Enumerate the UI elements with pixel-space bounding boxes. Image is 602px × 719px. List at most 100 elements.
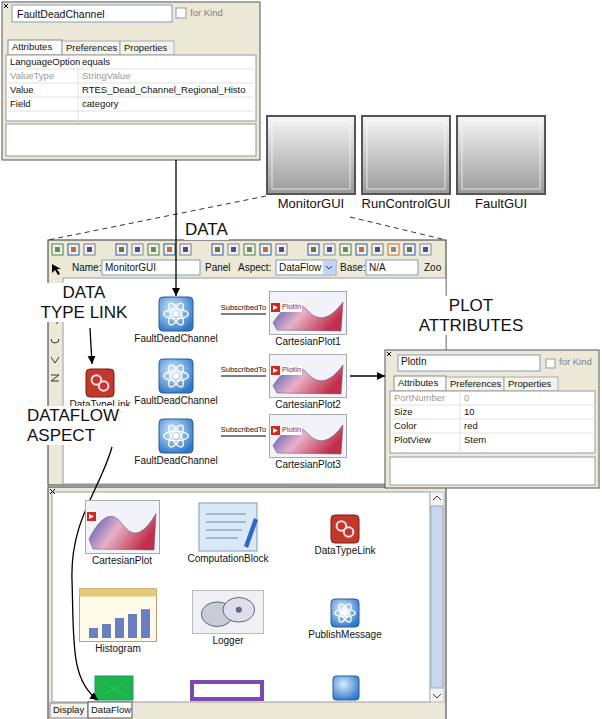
part-item: Logger	[189, 590, 267, 647]
part-item: CartesianPlot	[82, 500, 163, 567]
node-label: FaultGUI	[453, 196, 549, 212]
plot-icon	[269, 354, 347, 398]
gui-panel-box: MonitorGUI	[263, 115, 359, 212]
node-label: FaultDeadChannel	[131, 333, 221, 345]
gui-icon	[456, 115, 546, 195]
attribute-panel: PlotIn	[385, 350, 599, 488]
node-label: PublishMessage	[305, 629, 385, 641]
ui-text: category	[82, 99, 118, 110]
node-label: Histogram	[76, 643, 160, 655]
connector-label: SubscribedTo	[221, 366, 266, 375]
ui-text: Aspect:	[238, 262, 271, 274]
part-item: Histogram	[76, 588, 160, 655]
ui-text: LanguageOption	[10, 57, 80, 68]
callout-arrow	[90, 328, 92, 364]
ui-text: Stem	[464, 435, 486, 446]
callout-label: DATA TYPE LINK	[38, 283, 130, 322]
ui-text: for Kind	[190, 8, 223, 19]
connector	[221, 376, 266, 377]
dashed-leader	[350, 217, 446, 240]
node-label: CartesianPlot1	[266, 336, 350, 348]
node-label: CartesianPlot	[82, 555, 163, 567]
atom-icon	[158, 296, 194, 332]
comp-icon	[198, 502, 258, 552]
ui-text: Value	[10, 85, 34, 96]
ui-text: Color	[394, 421, 417, 432]
connector	[175, 160, 176, 296]
gui-icon	[266, 115, 356, 195]
ui-text: Name:	[72, 262, 101, 274]
ui-text: red	[464, 421, 478, 432]
ui-text: Attributes	[12, 42, 52, 53]
ui-text: for Kind	[559, 357, 592, 368]
connector-label: SubscribedTo	[221, 426, 266, 435]
name-field-text: PlotIn	[401, 356, 427, 368]
ui-text: Preferences	[450, 379, 501, 390]
node-label: CartesianPlot3	[266, 459, 350, 471]
attribute-panel-frame	[2, 2, 260, 160]
node-label: FaultDeadChannel	[131, 455, 221, 467]
data-type-link: DataTypeLink	[66, 368, 134, 411]
connector	[350, 375, 385, 376]
part-item: DataTypeLink	[311, 514, 379, 557]
gui-panel-box: FaultGUI	[453, 115, 549, 212]
callout-label: DATA	[184, 220, 229, 240]
ui-text: MonitorGUI	[105, 262, 156, 274]
ui-text: PlotView	[394, 435, 431, 446]
ui-text: Panel	[205, 262, 231, 274]
node-label: DataTypeLink	[311, 545, 379, 557]
node-label: CartesianPlot2	[266, 399, 350, 411]
ui-text: Properties	[124, 43, 167, 54]
ui-text: StringValue	[82, 71, 130, 82]
ui-text: PortNumber	[394, 393, 445, 404]
ui-text: Preferences	[66, 43, 117, 54]
node-label: ComputationBlock	[184, 553, 272, 565]
ui-text: PlotIn	[281, 366, 302, 375]
plot-model: CartesianPlot3	[266, 414, 350, 471]
name-field-text: FaultDeadChannel	[17, 8, 105, 21]
logger-icon	[192, 590, 264, 634]
ui-text: PlotIn	[281, 303, 302, 312]
link-icon	[330, 514, 360, 544]
gui-icon	[361, 115, 451, 195]
link-icon	[85, 368, 115, 398]
ui-text: Field	[10, 99, 31, 110]
plot-attribute-panel-frame	[385, 350, 599, 488]
ui-text: PlotIn	[281, 426, 302, 435]
hist-icon	[79, 588, 157, 642]
ui-text: DataFlow	[279, 262, 321, 274]
ui-text: Base:	[340, 262, 366, 274]
ui-text: Attributes	[398, 378, 438, 389]
ui-text: 10	[464, 407, 475, 418]
node-label: RunControlGUI	[358, 196, 454, 212]
node-label: Logger	[189, 635, 267, 647]
atom-icon	[158, 418, 194, 454]
atom-icon	[158, 358, 194, 394]
ui-text: N/A	[369, 262, 386, 274]
ui-text: DataFlow	[91, 705, 131, 716]
data-atom: FaultDeadChannel	[131, 296, 221, 345]
ui-text: ValueType	[10, 71, 54, 82]
plot-model: CartesianPlot1	[266, 291, 350, 348]
callout-label: PLOT ATTRIBUTES	[410, 296, 532, 335]
gui-panel-box: RunControlGUI	[358, 115, 454, 212]
atom-icon	[330, 598, 360, 628]
ui-text: Zoo	[424, 262, 441, 274]
connector-label: SubscribedTo	[221, 304, 266, 313]
ui-text: Display	[53, 705, 84, 716]
plot-icon	[269, 414, 347, 458]
plot-icon	[269, 291, 347, 335]
ui-text: RTES_Dead_Channel_Regional_Histo	[82, 85, 246, 96]
callout-arrow	[72, 447, 112, 700]
ui-text: Size	[394, 407, 412, 418]
part-item: ComputationBlock	[184, 502, 272, 565]
part-item: PublishMessage	[305, 598, 385, 641]
connector	[221, 314, 266, 315]
ui-text: Properties	[508, 379, 551, 390]
node-label: MonitorGUI	[263, 196, 359, 212]
data-atom: FaultDeadChannel	[131, 358, 221, 407]
dashed-leader	[48, 196, 266, 240]
plot-model: CartesianPlot2	[266, 354, 350, 411]
ui-text: 0	[464, 393, 469, 404]
